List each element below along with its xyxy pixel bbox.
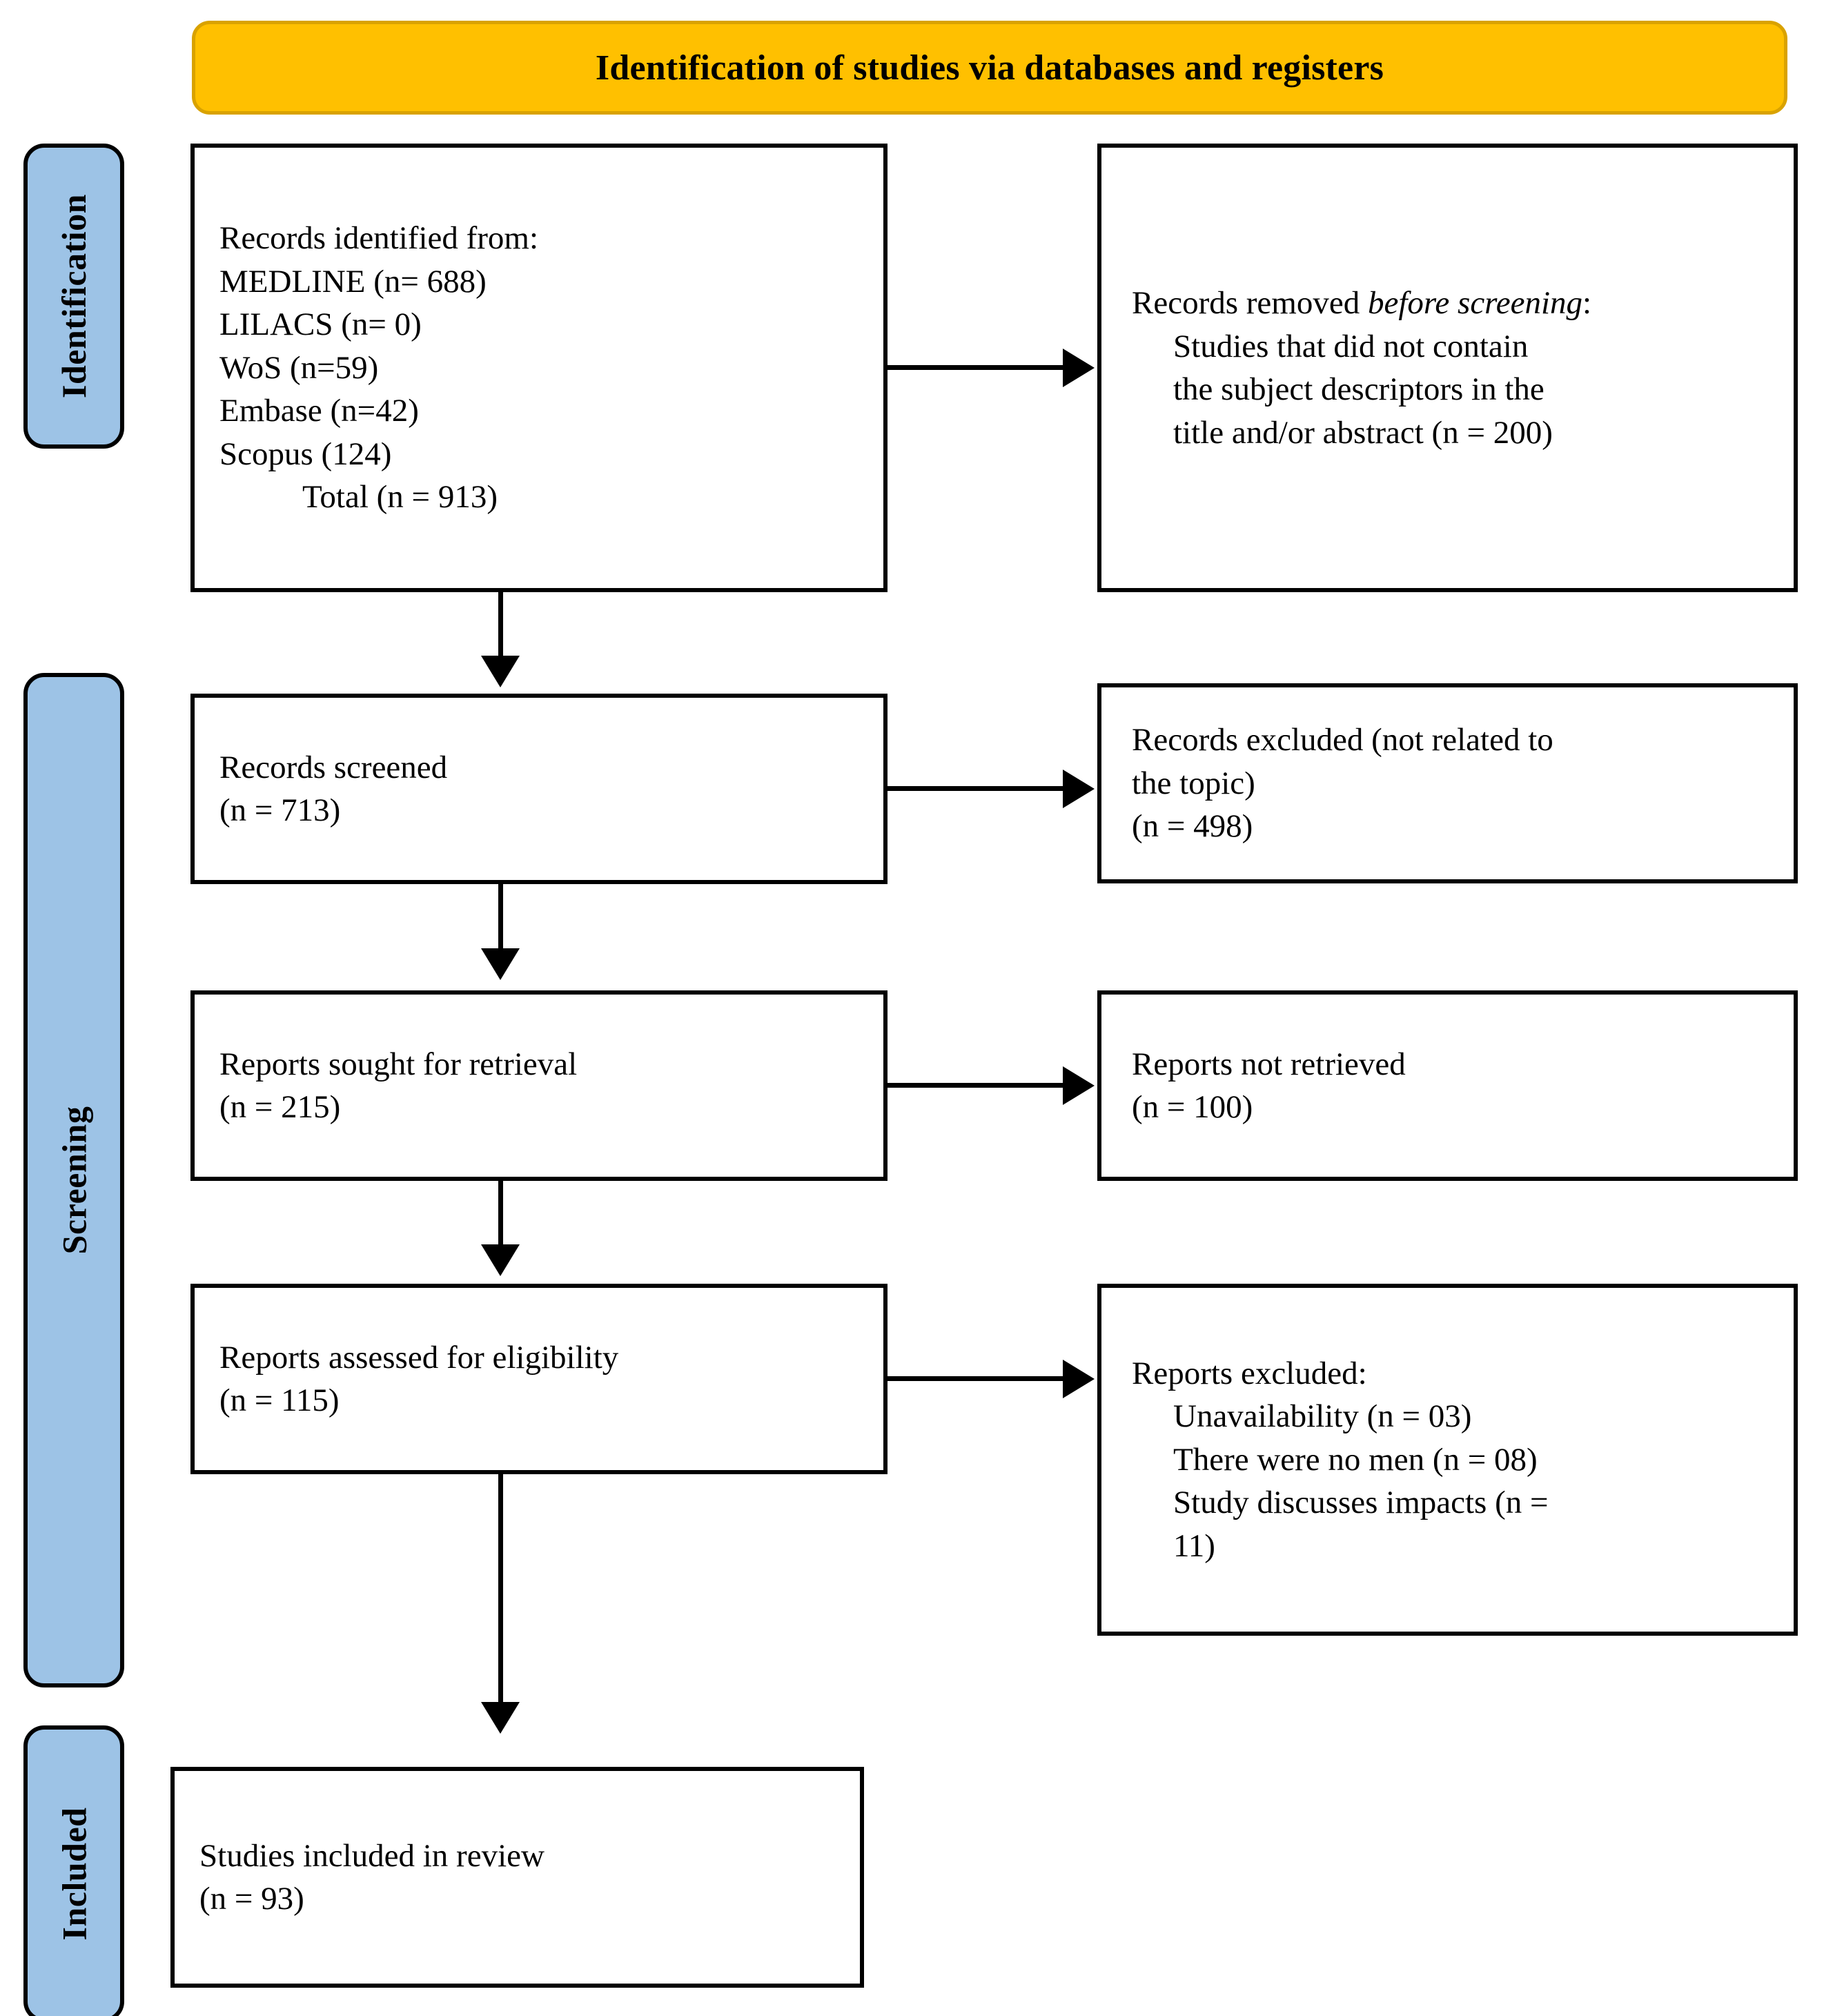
records-removed-suffix: : [1582, 285, 1592, 321]
reports-sought-label: Reports sought for retrieval [219, 1046, 578, 1082]
box-reports-sought-text: Reports sought for retrieval (n = 215) [195, 1043, 883, 1129]
records-removed-heading: Records removed before screening: [1132, 282, 1776, 325]
box-records-excluded: Records excluded (not related to the top… [1097, 683, 1798, 883]
connector-eligibility-to-excluded-line [888, 1376, 1066, 1381]
box-records-identified-text: Records identified from: MEDLINE (n= 688… [195, 217, 883, 519]
records-removed-line4: title and/or abstract (n = 200) [1173, 414, 1553, 451]
records-removed-line3: the subject descriptors in the [1173, 371, 1544, 407]
box-reports-not-retrieved: Reports not retrieved (n = 100) [1097, 990, 1798, 1181]
box-reports-not-retrieved-text: Reports not retrieved (n = 100) [1101, 1043, 1794, 1129]
box-reports-sought: Reports sought for retrieval (n = 215) [190, 990, 888, 1181]
connector-screened-to-excluded-arrow [1063, 770, 1095, 808]
box-reports-assessed-eligibility: Reports assessed for eligibility (n = 11… [190, 1284, 888, 1474]
source-embase: Embase (n=42) [219, 393, 419, 429]
source-wos: WoS (n=59) [219, 349, 379, 386]
box-reports-assessed-eligibility-text: Reports assessed for eligibility (n = 11… [195, 1336, 883, 1422]
source-medline: MEDLINE (n= 688) [219, 263, 487, 300]
box-records-screened-text: Records screened (n = 713) [195, 746, 883, 832]
reports-eligibility-label: Reports assessed for eligibility [219, 1339, 619, 1376]
box-studies-included-text: Studies included in review (n = 93) [175, 1834, 860, 1921]
stage-label-included: Included [23, 1725, 124, 2016]
connector-sought-to-eligibility-arrow [481, 1244, 520, 1276]
connector-sought-to-notretrieved-arrow [1063, 1066, 1095, 1105]
reports-eligibility-count: (n = 115) [219, 1382, 340, 1418]
banner-title: Identification of studies via databases … [595, 48, 1384, 88]
connector-eligibility-to-included-arrow [481, 1702, 520, 1734]
reports-excluded-heading: Reports excluded: [1132, 1355, 1367, 1391]
stage-label-included-text: Included [55, 1807, 93, 1941]
connector-identified-to-removed-line [888, 365, 1066, 370]
connector-identified-to-screened-line [498, 592, 503, 661]
reports-excluded-reason-unavailability: Unavailability (n = 03) [1173, 1398, 1472, 1435]
box-records-removed-text: Records removed before screening: Studie… [1101, 282, 1794, 454]
box-reports-excluded: Reports excluded: Unavailability (n = 03… [1097, 1284, 1798, 1636]
connector-eligibility-to-included-line [498, 1474, 503, 1705]
source-lilacs: LILACS (n= 0) [219, 306, 422, 343]
reports-not-retrieved-label: Reports not retrieved [1132, 1046, 1406, 1082]
connector-eligibility-to-excluded-arrow [1063, 1360, 1095, 1398]
diagram-header-banner: Identification of studies via databases … [192, 21, 1787, 115]
connector-screened-to-sought-line [498, 884, 503, 953]
box-records-identified: Records identified from: MEDLINE (n= 688… [190, 144, 888, 592]
connector-identified-to-removed-arrow [1063, 349, 1095, 387]
studies-included-label: Studies included in review [199, 1837, 545, 1874]
records-removed-line2: Studies that did not contain [1173, 328, 1529, 364]
connector-identified-to-screened-arrow [481, 656, 520, 687]
records-removed-prefix: Records removed [1132, 285, 1368, 321]
source-total: Total (n = 913) [302, 479, 498, 516]
box-records-screened: Records screened (n = 713) [190, 694, 888, 884]
box-records-removed: Records removed before screening: Studie… [1097, 144, 1798, 592]
source-scopus: Scopus (124) [219, 436, 392, 472]
records-excluded-line1: Records excluded (not related to [1132, 722, 1553, 759]
records-excluded-count: (n = 498) [1132, 808, 1253, 845]
records-removed-italic: before screening [1367, 285, 1583, 321]
records-excluded-line2: the topic) [1132, 765, 1255, 801]
connector-sought-to-eligibility-line [498, 1181, 503, 1250]
reports-sought-count: (n = 215) [219, 1089, 341, 1125]
reports-not-retrieved-count: (n = 100) [1132, 1089, 1253, 1125]
box-records-excluded-text: Records excluded (not related to the top… [1101, 718, 1794, 848]
reports-excluded-reason-impacts: Study discusses impacts (n = [1173, 1485, 1549, 1521]
reports-excluded-reason-no-men: There were no men (n = 08) [1173, 1441, 1538, 1478]
box-reports-excluded-text: Reports excluded: Unavailability (n = 03… [1101, 1352, 1794, 1568]
connector-sought-to-notretrieved-line [888, 1083, 1066, 1088]
stage-label-screening: Screening [23, 673, 124, 1687]
studies-included-count: (n = 93) [199, 1881, 304, 1917]
connector-screened-to-sought-arrow [481, 948, 520, 980]
connector-screened-to-excluded-line [888, 786, 1066, 791]
stage-label-identification-text: Identification [55, 194, 93, 398]
reports-excluded-reason-impacts-cont: 11) [1173, 1527, 1215, 1564]
records-screened-count: (n = 713) [219, 792, 341, 828]
box-studies-included: Studies included in review (n = 93) [170, 1767, 864, 1988]
stage-label-identification: Identification [23, 144, 124, 449]
records-screened-label: Records screened [219, 749, 448, 785]
records-identified-heading: Records identified from: [219, 220, 539, 257]
stage-label-screening-text: Screening [55, 1106, 93, 1255]
